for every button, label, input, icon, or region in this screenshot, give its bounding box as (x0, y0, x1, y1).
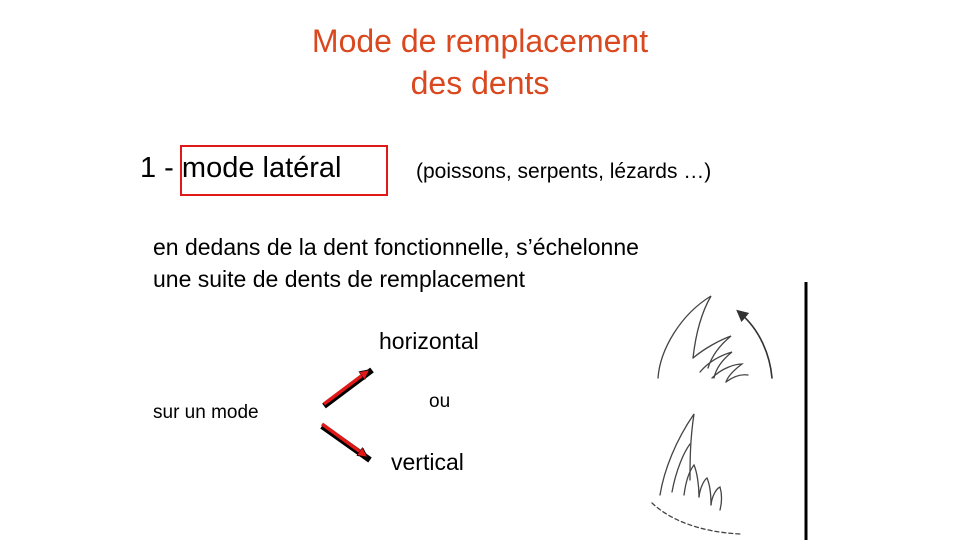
description: en dedans de la dent fonctionnelle, s’éc… (153, 231, 639, 295)
option-vertical: vertical (391, 449, 464, 475)
mode-prefix: sur un mode (153, 402, 259, 423)
option-horizontal: horizontal (379, 328, 479, 354)
arrow-to-vertical (320, 422, 372, 463)
description-line-2: une suite de dents de remplacement (153, 266, 526, 292)
section-label: mode latéral (181, 152, 342, 184)
slide-title: Mode de remplacement des dents (230, 20, 730, 104)
section-number: 1 - (140, 152, 182, 184)
section-label-highlight-box (180, 145, 388, 196)
section-heading: 1 - mode latéral (140, 150, 342, 186)
horizontal-tooth-replacement-sketch (657, 295, 773, 383)
description-line-1: en dedans de la dent fonctionnelle, s’éc… (153, 234, 639, 260)
arrow-to-horizontal (322, 367, 374, 409)
examples-text: (poissons, serpents, lézards …) (416, 160, 712, 183)
slide-title-line-1: Mode de remplacement (311, 23, 649, 59)
connector-ou: ou (429, 391, 451, 412)
vertical-tooth-replacement-sketch (651, 413, 741, 535)
slide-title-line-2: des dents (410, 65, 550, 101)
